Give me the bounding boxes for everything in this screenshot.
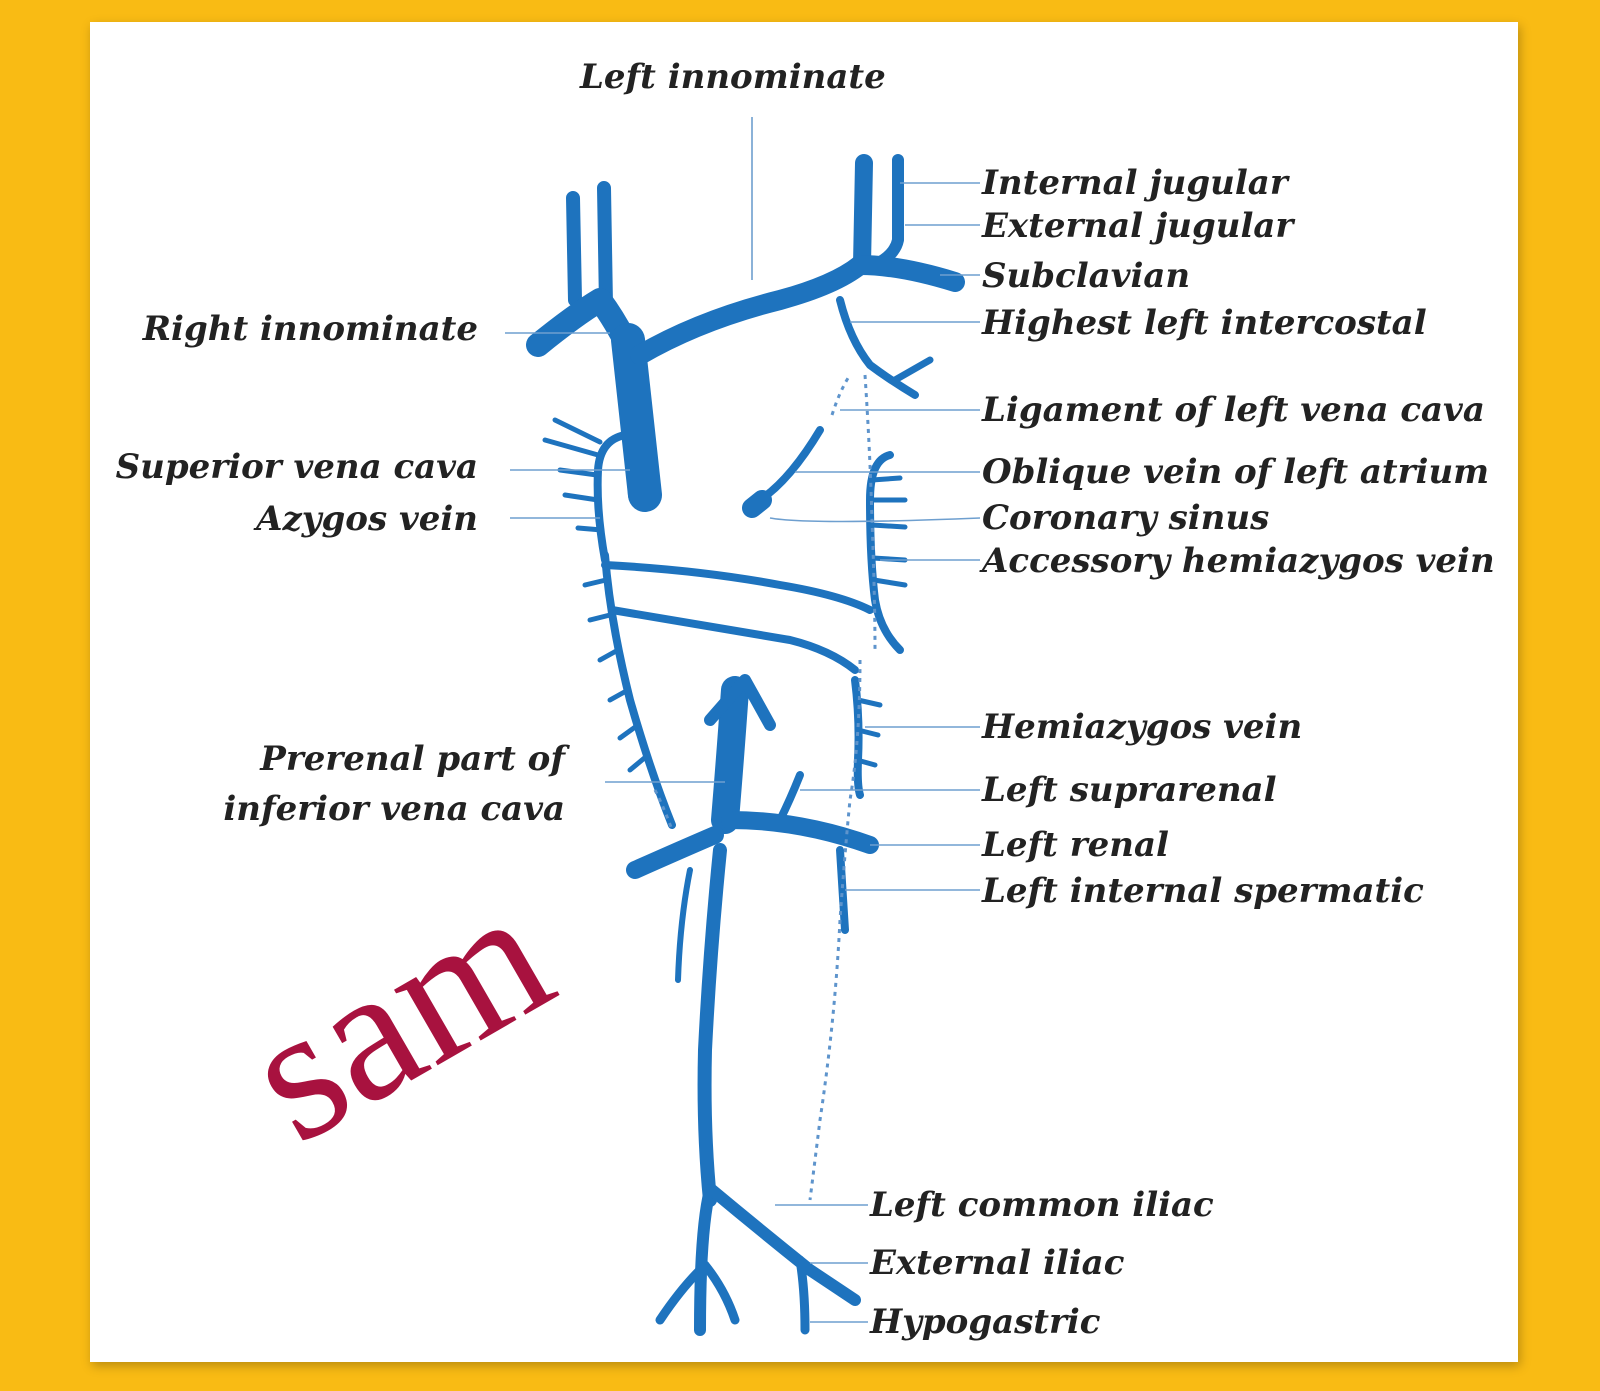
accessory-hemiazygos-tributary [869, 475, 903, 483]
label-highest-left-intercostal: Highest left intercostal [981, 303, 1427, 343]
label-left-renal: Left renal [981, 825, 1169, 865]
azygos-tributary [607, 687, 631, 703]
coronary-sinus [742, 490, 772, 518]
azygos-tributary [557, 467, 600, 478]
left-common-iliac-vein [706, 1184, 861, 1306]
label-prerenal-line2: inferior vena cava [223, 789, 565, 829]
superior-vena-cava [611, 323, 662, 512]
left-innominate-vein [630, 255, 870, 365]
label-left-internal-spermatic: Left internal spermatic [981, 871, 1424, 911]
azygos-tributary [562, 492, 601, 503]
azygos-arch [593, 431, 629, 564]
right-renal-vein [626, 826, 724, 879]
cardinal-link-trace [830, 374, 852, 416]
hemiazygos-tributary [855, 727, 881, 738]
right-jugular-vein-right [597, 181, 613, 312]
azygos-tributary [575, 525, 605, 533]
label-azygos-vein: Azygos vein [253, 499, 478, 539]
watermark-text: sam [213, 848, 583, 1183]
azygos-tributary [552, 417, 603, 445]
azygos-tributary [582, 577, 609, 588]
leader-lines [505, 117, 981, 1323]
left-subclavian-vein [850, 255, 965, 292]
label-oblique-vein-of-left-atrium: Oblique vein of left atrium [982, 452, 1489, 492]
label-hypogastric: Hypogastric [869, 1302, 1101, 1342]
label-prerenal-line1: Prerenal part of [259, 739, 570, 779]
left-hypogastric-vein [795, 1255, 810, 1335]
diagram-card [90, 22, 1518, 1362]
hemiazygos-tributary [854, 757, 878, 768]
label-coronary-sinus: Coronary sinus [982, 498, 1269, 538]
label-hemiazygos-vein: Hemiazygos vein [981, 707, 1302, 747]
label-external-jugular: External jugular [981, 206, 1295, 246]
transverse-connecting-vein-lower [608, 606, 859, 674]
right-gonadal-vein [675, 867, 693, 983]
diagram-labels: Left innominate Internal jugular Externa… [116, 57, 1495, 1342]
label-superior-vena-cava: Superior vena cava [116, 447, 478, 487]
azygos-vein [601, 551, 676, 829]
label-subclavian: Subclavian [982, 256, 1190, 296]
left-internal-jugular-vein [853, 154, 873, 274]
azygos-tributary [597, 647, 621, 663]
azygos-tributary [587, 612, 613, 623]
leader-coronary-sinus [769, 517, 981, 523]
supracardinal-trace [808, 659, 862, 1201]
right-hypogastric-vein [700, 1260, 740, 1325]
accessory-hemiazygos-tributary [869, 522, 908, 530]
ivc-arrow-head [704, 674, 776, 731]
left-external-jugular-vein [869, 154, 904, 271]
right-common-iliac-vein [694, 1184, 716, 1336]
azygos-tributary [617, 722, 641, 741]
inferior-vena-cava [697, 843, 727, 1207]
label-external-iliac: External iliac [869, 1243, 1125, 1283]
left-suprarenal-vein [776, 771, 804, 824]
azygos-tributary [542, 437, 601, 458]
oblique-vein-of-left-atrium [756, 426, 824, 504]
vein-network [526, 154, 965, 1336]
azygos-tributary [627, 752, 651, 773]
accessory-hemiazygos-tributary [871, 577, 908, 588]
azygos-lower-trace [653, 789, 674, 831]
label-ligament-left-vena-cava: Ligament of left vena cava [981, 390, 1485, 430]
label-accessory-hemiazygos-vein: Accessory hemiazygos vein [979, 541, 1495, 581]
prerenal-inferior-vena-cava [711, 676, 749, 834]
left-renal-vein [721, 811, 879, 854]
left-internal-spermatic-vein [836, 846, 849, 934]
label-left-innominate: Left innominate [579, 57, 886, 97]
label-left-suprarenal: Left suprarenal [981, 770, 1277, 810]
right-jugular-vein-left [566, 191, 582, 307]
right-external-iliac-vein [655, 1265, 705, 1325]
label-left-common-iliac: Left common iliac [869, 1185, 1214, 1225]
hemiazygos-tributary [855, 697, 883, 708]
transverse-connecting-vein-upper [601, 561, 874, 614]
highest-left-intercostal-vein [836, 296, 919, 399]
ligament-of-left-vena-cava-trace [863, 374, 877, 651]
intercostal-branch [891, 356, 934, 384]
label-right-innominate: Right innominate [142, 309, 478, 349]
label-internal-jugular: Internal jugular [981, 163, 1290, 203]
